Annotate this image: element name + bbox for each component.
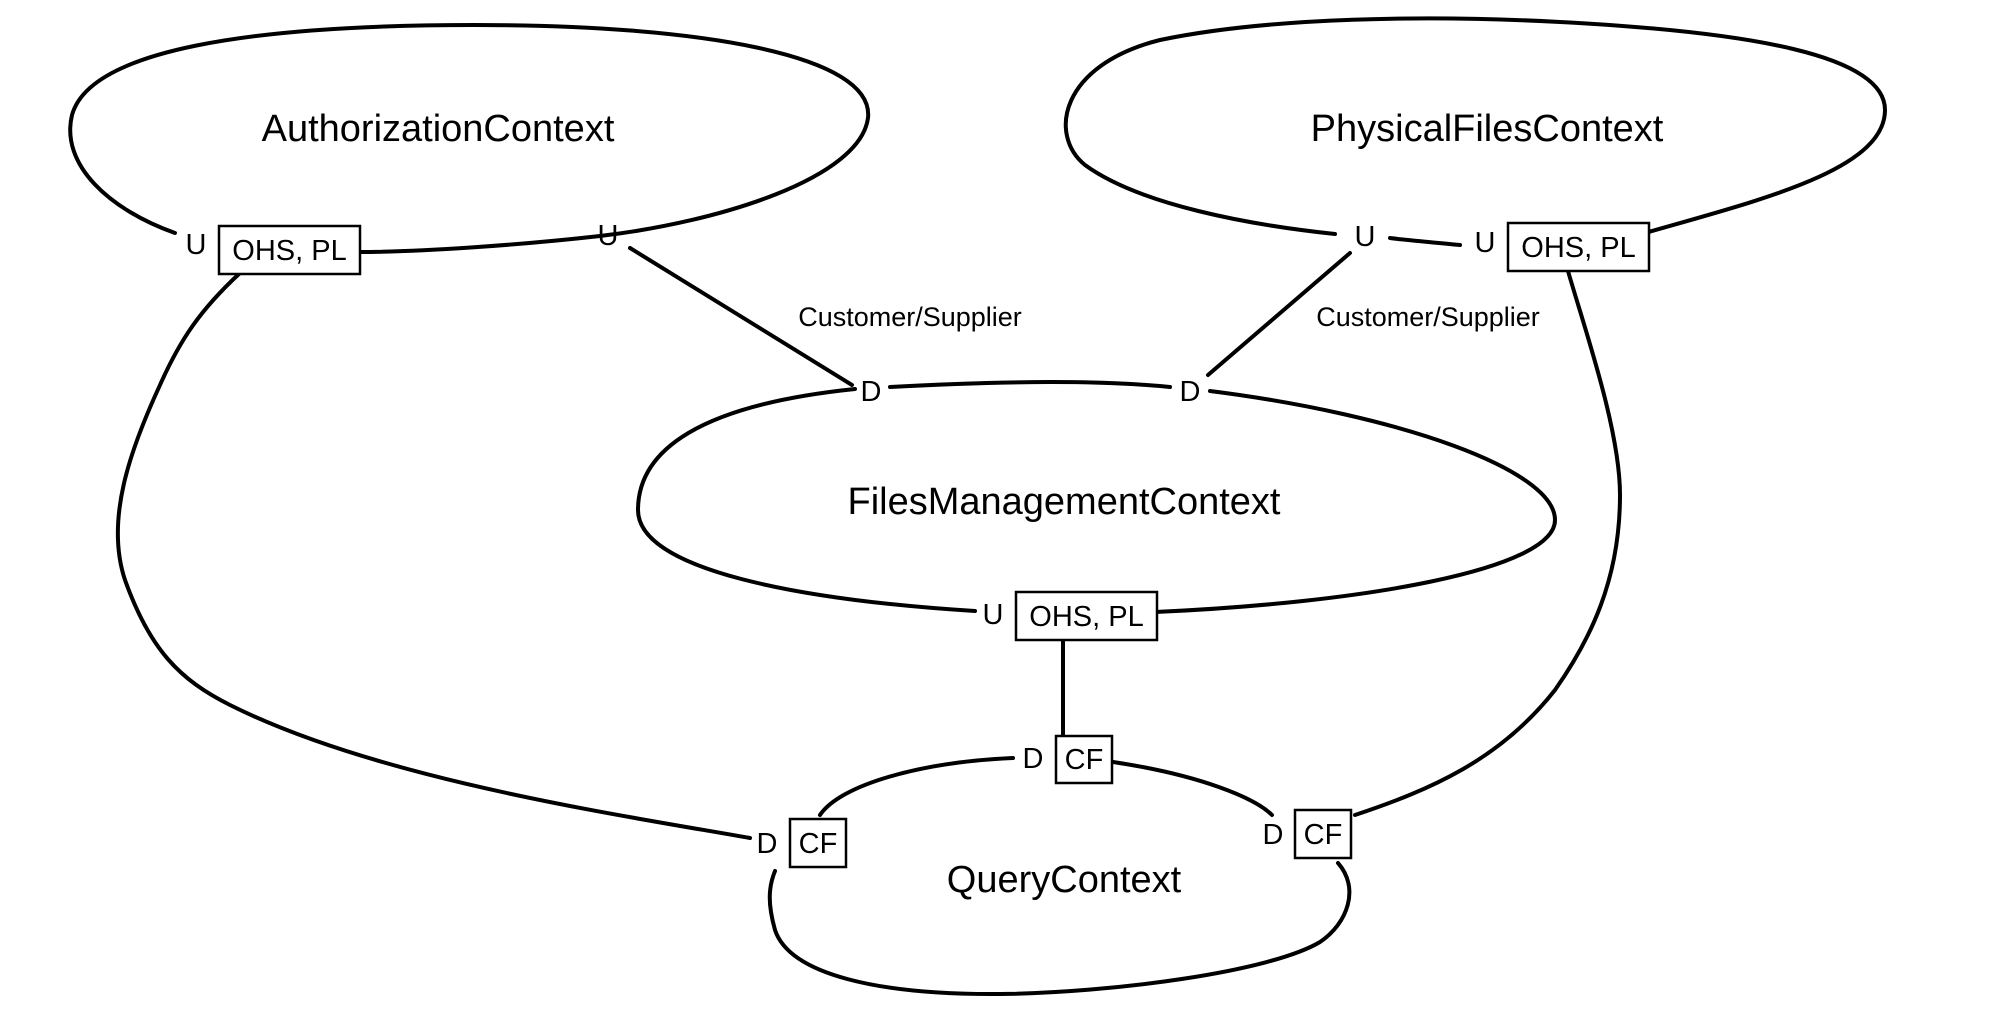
downstream-marker-files-from-physical: D xyxy=(1180,376,1201,408)
edge-authorization-to-files-management xyxy=(628,246,854,387)
cf-box-query-left xyxy=(788,817,848,869)
ohs-pl-box-files-management xyxy=(1014,590,1159,642)
ohs-pl-label-authorization: OHS, PL xyxy=(232,235,346,267)
upstream-marker-files-management-query: U xyxy=(983,599,1004,631)
cf-label-query-left: CF xyxy=(799,828,838,860)
authorization-context-label: AuthorizationContext xyxy=(262,108,615,150)
cf-label-query-top: CF xyxy=(1065,744,1104,776)
ohs-pl-label-physical-files: OHS, PL xyxy=(1521,232,1635,264)
downstream-marker-query-from-files: D xyxy=(1023,743,1044,775)
physical-files-context-outline xyxy=(1063,16,1887,247)
edge-physical-files-to-files-management xyxy=(1206,251,1352,377)
downstream-marker-files-from-authorization: D xyxy=(861,376,882,408)
cf-box-query-right xyxy=(1293,808,1353,860)
authorization-context-outline xyxy=(68,23,871,254)
upstream-marker-physical-files-files: U xyxy=(1355,221,1376,253)
customer-supplier-label-left: Customer/Supplier xyxy=(798,302,1022,332)
customer-supplier-label-right: Customer/Supplier xyxy=(1316,302,1540,332)
query-context-label: QueryContext xyxy=(947,859,1182,901)
files-management-context-label: FilesManagementContext xyxy=(848,481,1281,523)
query-context-outline xyxy=(767,756,1352,997)
cf-label-query-right: CF xyxy=(1304,819,1343,851)
cf-box-query-top xyxy=(1054,734,1114,785)
ohs-pl-box-physical-files xyxy=(1506,221,1651,273)
edge-authorization-to-query xyxy=(115,271,752,840)
upstream-marker-physical-files-query: U xyxy=(1475,227,1496,259)
ohs-pl-box-authorization xyxy=(217,224,362,276)
files-management-context-outline xyxy=(636,380,1557,614)
ohs-pl-label-files-management: OHS, PL xyxy=(1029,601,1143,633)
edge-physical-files-to-query xyxy=(1353,269,1622,817)
upstream-marker-authorization-query: U xyxy=(186,229,207,261)
physical-files-context-label: PhysicalFilesContext xyxy=(1311,108,1664,150)
downstream-marker-query-from-physical: D xyxy=(1263,819,1284,851)
upstream-marker-authorization-files: U xyxy=(598,220,619,252)
downstream-marker-query-from-authorization: D xyxy=(757,828,778,860)
